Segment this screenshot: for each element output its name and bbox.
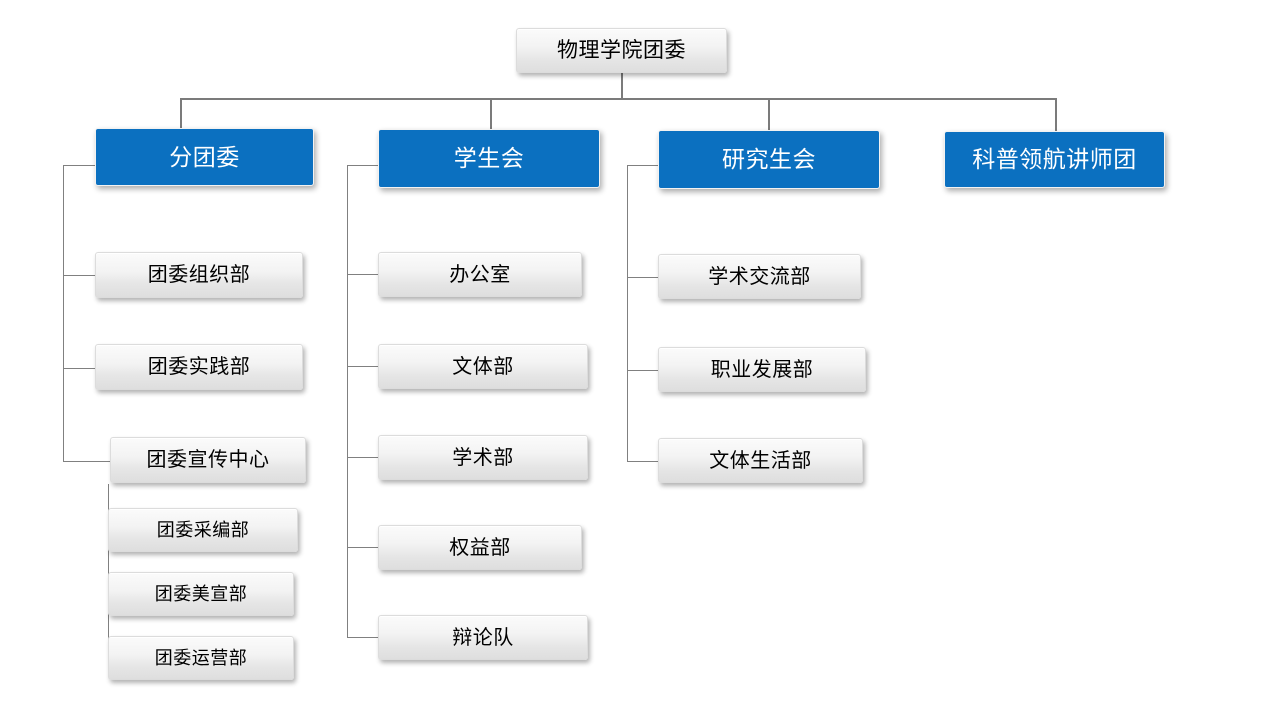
node-tuanwei-caibianbu-label: 团委采编部 xyxy=(156,520,250,540)
connector-root-bus xyxy=(180,98,1056,100)
connector-stub-b2-c5 xyxy=(347,637,379,638)
connector-spine-branch-1 xyxy=(63,165,64,461)
connector-stub-b1-c1 xyxy=(63,275,95,276)
connector-stub-b3-c3 xyxy=(627,461,659,462)
connector-drop-branch-3 xyxy=(768,98,770,131)
node-branch-fentuanwei[interactable]: 分团委 xyxy=(95,128,314,186)
connector-drop-branch-2 xyxy=(490,98,492,131)
node-root-label: 物理学院团委 xyxy=(557,39,686,62)
connector-drop-branch-4 xyxy=(1055,98,1057,131)
connector-stub-b2-c4 xyxy=(347,547,379,548)
connector-stub-b2-node xyxy=(347,165,379,166)
node-branch-yanjiushenghui[interactable]: 研究生会 xyxy=(658,130,880,189)
node-branch-kepu[interactable]: 科普领航讲师团 xyxy=(944,131,1165,188)
connector-drop-branch-1 xyxy=(180,98,182,131)
node-tuanwei-yunyingbu-label: 团委运营部 xyxy=(154,648,248,668)
node-tuanwei-xuanchuanzhongxin[interactable]: 团委宣传中心 xyxy=(110,437,306,483)
connector-stub-b3-c1 xyxy=(627,277,659,278)
connector-stub-b1-c3 xyxy=(63,461,110,462)
node-tuanwei-caibianbu[interactable]: 团委采编部 xyxy=(108,508,298,552)
node-xueshu-jiaoliubu-label: 学术交流部 xyxy=(708,265,811,288)
node-branch-fentuanwei-label: 分团委 xyxy=(169,143,240,170)
connector-stub-b2-c3 xyxy=(347,457,379,458)
connector-spine-branch-3 xyxy=(627,165,628,462)
node-branch-yanjiushenghui-label: 研究生会 xyxy=(722,146,816,172)
node-bangongshi-label: 办公室 xyxy=(449,263,511,286)
node-zhiye-fazhanbu-label: 职业发展部 xyxy=(710,358,814,381)
node-tuanwei-shijianbu[interactable]: 团委实践部 xyxy=(95,344,303,390)
node-wentibu-label: 文体部 xyxy=(452,355,514,378)
node-bianlundui[interactable]: 辩论队 xyxy=(378,615,588,660)
connector-root-stem xyxy=(621,72,623,99)
connector-stub-b2-c1 xyxy=(347,274,379,275)
node-tuanwei-meixuanbu[interactable]: 团委美宣部 xyxy=(108,572,294,616)
connector-spine-branch-2 xyxy=(347,165,348,638)
node-tuanwei-shijianbu-label: 团委实践部 xyxy=(147,356,251,378)
node-branch-xueshenghui-label: 学生会 xyxy=(453,145,525,171)
node-tuanwei-zuzhibu-label: 团委组织部 xyxy=(147,264,251,286)
node-wenti-shenghuobu-label: 文体生活部 xyxy=(709,449,812,472)
node-xueshu-jiaoliubu[interactable]: 学术交流部 xyxy=(658,254,861,299)
node-tuanwei-zuzhibu[interactable]: 团委组织部 xyxy=(95,252,303,298)
node-branch-kepu-label: 科普领航讲师团 xyxy=(972,146,1137,172)
node-wentibu[interactable]: 文体部 xyxy=(378,344,588,389)
connector-stub-b2-c2 xyxy=(347,366,379,367)
node-branch-xueshenghui[interactable]: 学生会 xyxy=(378,129,600,188)
connector-stub-b1-c2 xyxy=(63,368,95,369)
node-xueshubu-label: 学术部 xyxy=(452,446,514,469)
node-tuanwei-xuanchuanzhongxin-label: 团委宣传中心 xyxy=(146,449,270,471)
node-root[interactable]: 物理学院团委 xyxy=(516,28,727,73)
connector-stub-b1-node xyxy=(63,165,95,166)
node-quanyibu-label: 权益部 xyxy=(449,536,511,559)
node-xueshubu[interactable]: 学术部 xyxy=(378,435,588,480)
node-tuanwei-yunyingbu[interactable]: 团委运营部 xyxy=(108,636,294,680)
node-zhiye-fazhanbu[interactable]: 职业发展部 xyxy=(658,347,866,392)
connector-stub-b3-node xyxy=(627,165,659,166)
node-bianlundui-label: 辩论队 xyxy=(452,626,514,649)
connector-stub-b3-c2 xyxy=(627,370,659,371)
node-wenti-shenghuobu[interactable]: 文体生活部 xyxy=(658,438,863,483)
node-bangongshi[interactable]: 办公室 xyxy=(378,252,582,297)
node-tuanwei-meixuanbu-label: 团委美宣部 xyxy=(154,584,248,604)
node-quanyibu[interactable]: 权益部 xyxy=(378,525,582,570)
